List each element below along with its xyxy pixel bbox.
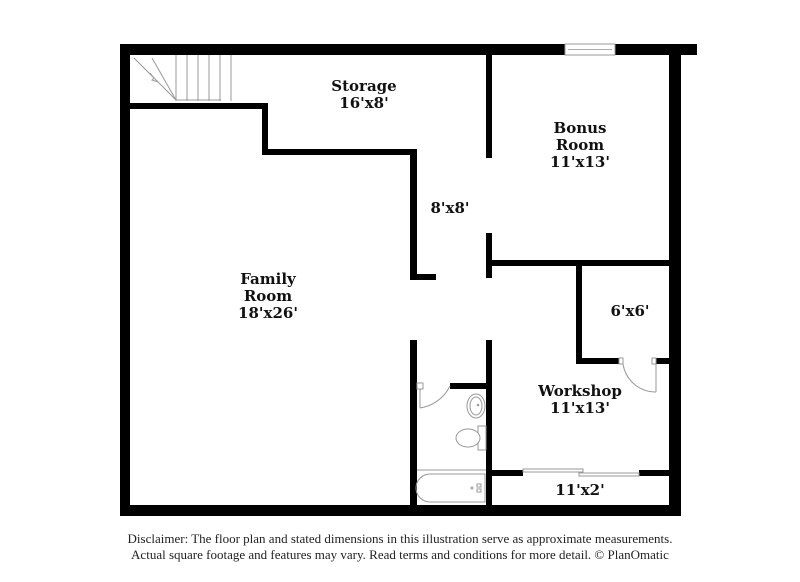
closet-door-icon [618,357,657,393]
room-name: Room [555,136,605,154]
staircase-icon [133,55,232,101]
room-dimensions: 6'x6' [610,302,650,320]
toilet-icon [455,425,487,451]
storage-label: Storage 16'x8' [331,78,396,112]
bonus-room-label: Bonus Room 11'x13' [550,120,610,171]
room-name: Room [243,287,293,305]
workshop-label: Workshop 11'x13' [538,383,622,417]
bathtub-icon [415,469,486,503]
sliding-door-icon [522,468,640,477]
room-dimensions: 8'x8' [430,199,470,217]
room-dimensions: 18'x26' [238,304,298,322]
disclaimer-line-2: Actual square footage and features may v… [131,547,669,562]
room-dimensions: 11'x13' [550,153,610,171]
disclaimer-line-1: Disclaimer: The floor plan and stated di… [127,531,673,546]
room-dimensions: 11'x13' [550,399,610,417]
room-dimensions: 16'x8' [339,94,389,112]
outer-walls [120,44,697,516]
room-name: Family [240,270,296,288]
workshop-closet-label: 11'x2' [555,482,604,499]
room-name: Workshop [538,382,622,400]
room-name: Bonus [553,119,607,137]
bathroom-door-icon [416,382,451,409]
interior-walls [130,55,669,505]
sink-icon [466,393,486,419]
room-name: Storage [331,77,397,95]
hall-label: 8'x8' [430,200,469,217]
closet-label: 6'x6' [610,303,649,320]
room-dimensions: 11'x2' [555,481,605,499]
family-room-label: Family Room 18'x26' [238,271,298,322]
window-icon [564,43,616,56]
